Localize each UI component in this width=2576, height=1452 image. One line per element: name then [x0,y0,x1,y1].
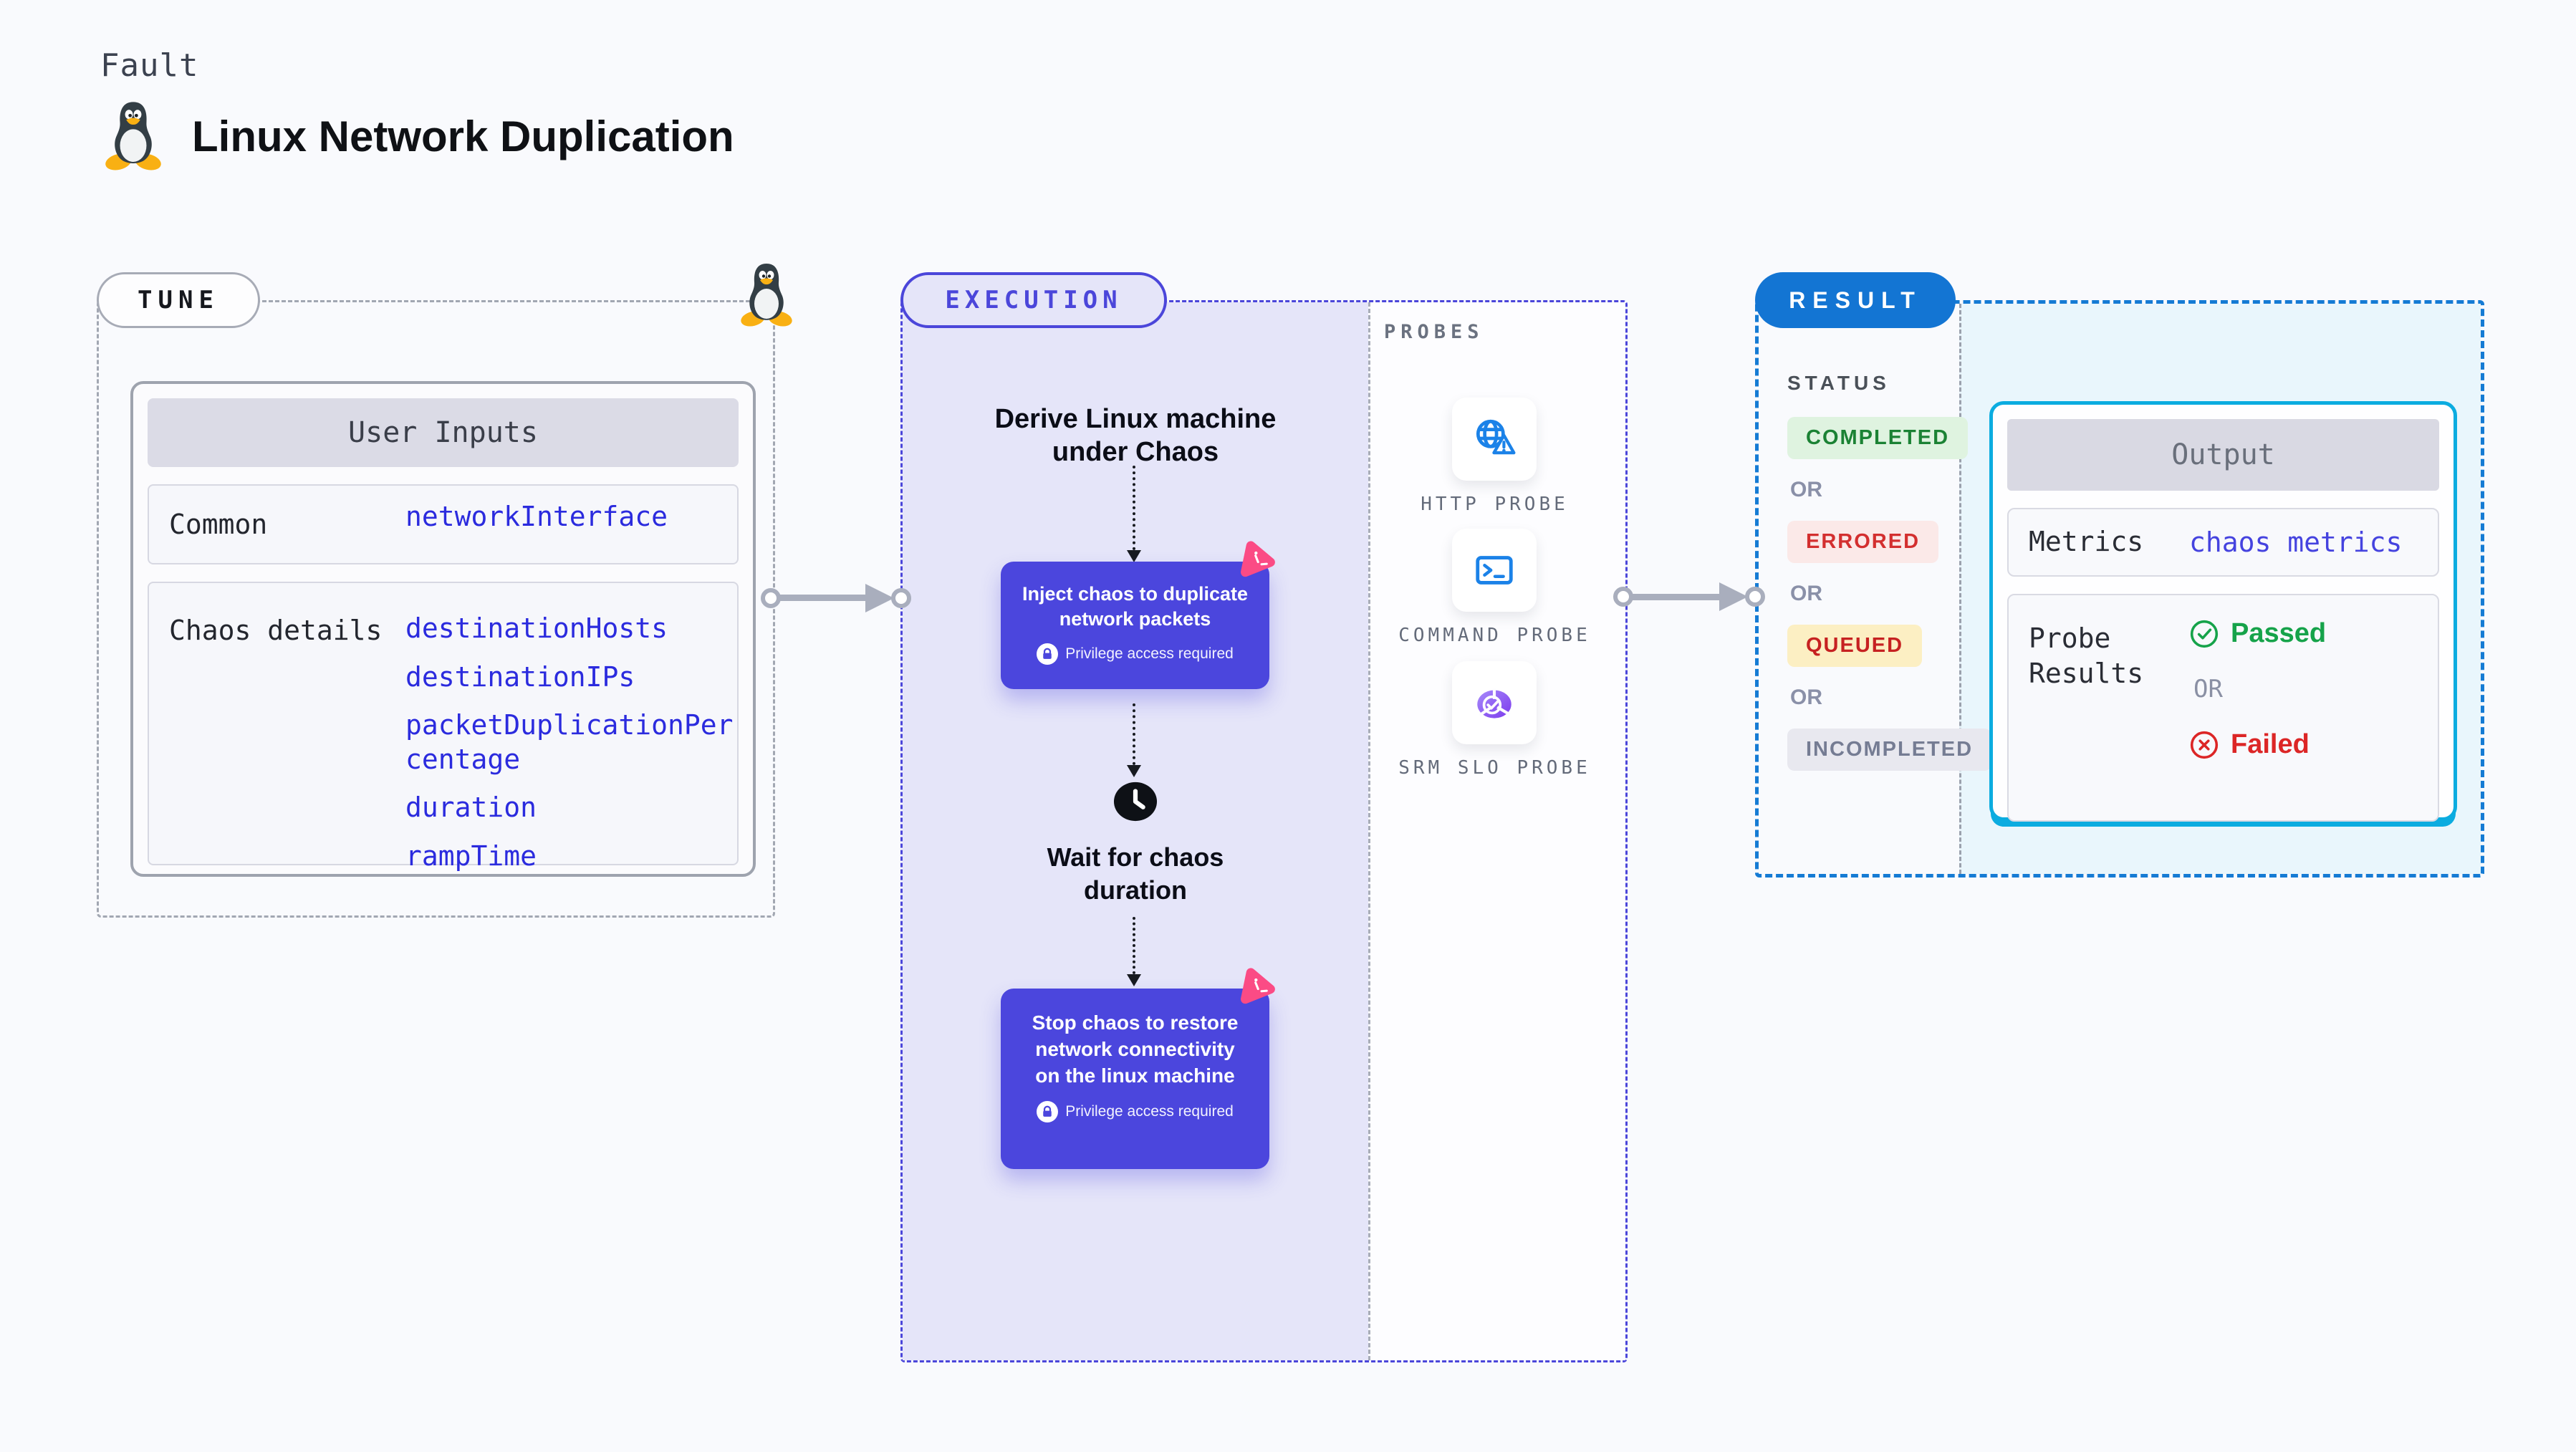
metrics-row: Metrics chaos metrics [2007,508,2439,577]
or-separator: OR [2193,675,2223,703]
user-inputs-header: User Inputs [148,398,739,467]
input-param: destinationHosts [405,612,668,644]
stop-chaos-step: Stop chaos to restore network connectivi… [1001,989,1269,1169]
arrow-line [1133,466,1135,550]
or-separator: OR [1790,582,1822,605]
connector-dot [761,588,781,608]
status-badge-queued: QUEUED [1787,625,1923,667]
status-badge-incompleted: INCOMPLETED [1787,729,1992,771]
input-row-chaos-details: Chaos details destinationHosts destinati… [148,582,739,872]
command-probe-card [1452,529,1537,612]
fault-kicker: Fault [100,47,199,84]
arrow-line [771,595,875,601]
probe-results-row: Probe Results Passed OR [2007,594,2439,822]
metrics-label: Metrics [2029,526,2144,558]
flow-arrow-down [1127,466,1141,562]
arrow-head [1127,765,1141,777]
terminal-icon [1476,556,1513,585]
status-badge-errored: ERRORED [1787,521,1939,563]
arrow-head [1127,550,1141,562]
tune-section [97,300,775,918]
arrow-head [1719,582,1748,611]
execution-badge: EXECUTION [900,272,1167,328]
status-badge-completed: COMPLETED [1787,417,1969,459]
chaos-fault-icon [1235,964,1280,1009]
arrow-head [1127,974,1141,986]
check-circle-icon [2190,620,2219,648]
connector-dot [1745,587,1765,607]
arrow-head [865,584,894,612]
srm-slo-probe-card [1452,661,1537,744]
linux-tux-corner-icon [738,261,795,327]
or-separator: OR [1790,478,1822,501]
passed-label: Passed [2231,618,2327,648]
status-options: COMPLETED OR ERRORED OR QUEUED OR INCOMP… [1787,417,1992,771]
probes-title: PROBES [1384,321,1484,343]
execution-flow-area: Derive Linux machine under Chaos Inject … [903,302,1368,1360]
execution-to-result-arrow [1613,577,1765,617]
privilege-label: Privilege access required [1065,1102,1234,1120]
arrow-line [1133,703,1135,765]
inject-chaos-step: Inject chaos to duplicate network packet… [1001,562,1269,689]
x-circle-icon [2190,731,2219,759]
probe-label: SRM SLO PROBE [1398,757,1591,779]
input-param: packetDuplicationPercentage [405,709,734,775]
execution-section: Derive Linux machine under Chaos Inject … [900,300,1628,1362]
privilege-note: Privilege access required [1031,1101,1239,1122]
output-header: Output [2007,419,2439,491]
stop-step-label: Stop chaos to restore network connectivi… [1032,1011,1239,1087]
http-probe-card [1452,398,1537,481]
connector-dot [1613,587,1633,607]
wait-step-label: Wait for chaos duration [1047,842,1224,905]
tune-to-execution-arrow [761,584,913,618]
metrics-value: chaos metrics [2189,527,2403,558]
globe-warning-icon [1476,419,1516,455]
input-param: duration [405,792,537,823]
failed-result: Failed [2189,729,2326,760]
probe-results-label: Probe Results [2029,622,2144,690]
flow-arrow-down [1127,703,1141,777]
page-title: Linux Network Duplication [192,112,734,160]
input-row-label: Common [169,509,268,540]
user-inputs-card: User Inputs Common networkInterface Chao… [130,381,756,877]
output-card: Output Metrics chaos metrics Probe Resul… [1989,401,2457,822]
failed-label: Failed [2231,729,2310,759]
lock-icon [1037,643,1058,665]
arrow-line [1133,917,1135,974]
privilege-label: Privilege access required [1065,645,1234,663]
lock-icon [1037,1101,1058,1122]
chaos-fault-icon [1235,537,1280,582]
inject-step-label: Inject chaos to duplicate network packet… [1022,583,1249,630]
passed-result: Passed [2189,618,2326,649]
result-section: STATUS COMPLETED OR ERRORED OR QUEUED OR… [1755,300,2484,878]
clock-icon [1113,782,1158,822]
probe-label: COMMAND PROBE [1398,625,1591,646]
arrow-line [1623,594,1729,600]
connector-dot [891,588,911,608]
input-param: rampTime [405,840,537,872]
input-param: networkInterface [405,501,668,533]
linux-tux-icon [102,99,165,170]
input-param: destinationIPs [405,660,635,693]
probe-label: HTTP PROBE [1421,494,1569,515]
slo-gauge-icon [1477,688,1512,718]
result-badge: RESULT [1755,272,1956,328]
privilege-note: Privilege access required [1006,643,1264,665]
flow-arrow-down [1127,917,1141,986]
tune-badge: TUNE [97,272,260,328]
status-title: STATUS [1787,372,1890,394]
input-row-common: Common networkInterface [148,484,739,564]
derive-step-label: Derive Linux machine under Chaos [994,404,1277,468]
input-row-label: Chaos details [169,615,383,646]
or-separator: OR [1790,686,1822,709]
